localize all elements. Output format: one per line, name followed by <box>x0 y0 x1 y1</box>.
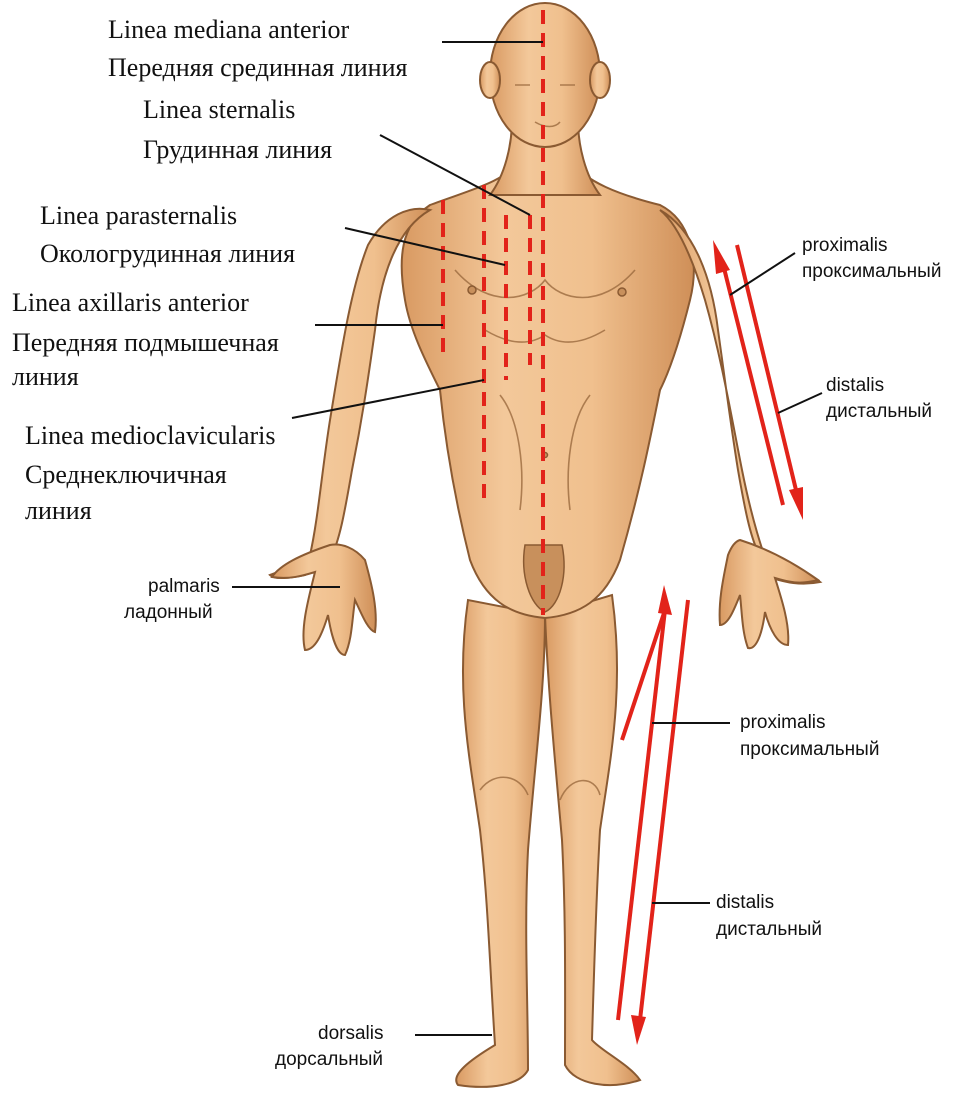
leg-arrows <box>618 585 688 1045</box>
right-hand <box>720 540 818 648</box>
label-arm-proximalis-latin: proximalis <box>802 235 888 256</box>
label-medioclavicularis-russian-2: линия <box>25 496 92 525</box>
label-arm-distalis-latin: distalis <box>826 375 884 396</box>
label-axillaris-russian-2: линия <box>12 362 79 391</box>
right-leg <box>545 595 640 1085</box>
label-mediana-latin: Linea mediana anterior <box>108 15 349 44</box>
label-parasternalis-latin: Linea parasternalis <box>40 201 237 230</box>
label-leg-proximalis-russian: проксимальный <box>740 739 879 760</box>
label-leg-distalis-russian: дистальный <box>716 919 822 940</box>
label-palmaris-latin: palmaris <box>148 576 220 597</box>
leg-arrow-down-head <box>631 1015 646 1045</box>
label-mediana-russian: Передняя срединная линия <box>108 53 407 82</box>
left-ear <box>480 62 500 98</box>
label-dorsalis-russian: дорсальный <box>275 1049 383 1070</box>
label-arm-distalis-russian: дистальный <box>826 401 932 422</box>
left-leg <box>456 600 545 1087</box>
label-sternalis-russian: Грудинная линия <box>143 135 332 164</box>
label-axillaris-russian-1: Передняя подмышечная <box>12 328 279 357</box>
arm-arrow-up-head <box>713 240 730 274</box>
label-dorsalis-latin: dorsalis <box>318 1023 383 1044</box>
label-axillaris-latin: Linea axillaris anterior <box>12 288 249 317</box>
leg-arrow-up-head <box>658 585 672 615</box>
left-hand <box>272 545 376 655</box>
label-medioclavicularis-russian-1: Среднеключичная <box>25 460 227 489</box>
label-sternalis-latin: Linea sternalis <box>143 95 295 124</box>
right-ear <box>590 62 610 98</box>
label-leg-distalis-latin: distalis <box>716 892 774 913</box>
label-arm-proximalis-russian: проксимальный <box>802 261 941 282</box>
label-medioclavicularis-latin: Linea medioclavicularis <box>25 421 276 450</box>
arm-arrow-down-head <box>789 487 803 520</box>
label-parasternalis-russian: Окологрудинная линия <box>40 239 295 268</box>
arm-arrows <box>713 240 803 520</box>
label-palmaris-russian: ладонный <box>124 602 213 623</box>
label-leg-proximalis-latin: proximalis <box>740 712 826 733</box>
